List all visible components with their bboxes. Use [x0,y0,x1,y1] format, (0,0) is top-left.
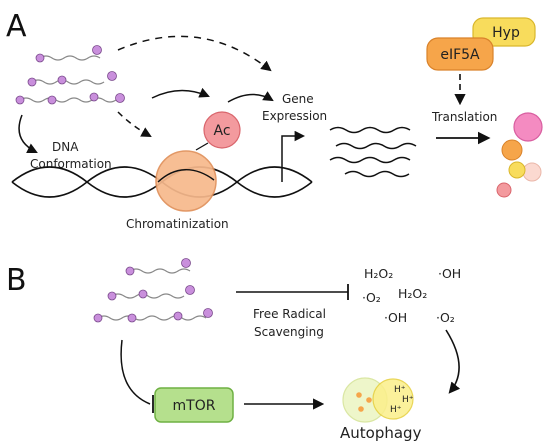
translation-label: Translation [431,110,497,124]
oh-2: ·OH [384,310,407,325]
protein-products [496,112,543,198]
h2o2-2: H₂O₂ [398,286,427,301]
arrow-ac-to-gene [227,91,274,103]
eif5a-label: eIF5A [440,47,480,63]
o2-1: ·O₂ [362,290,381,305]
autophagy-label: Autophagy [340,424,422,442]
arrow-to-gene-expression-dashed [117,35,272,72]
inhibition-radicals [236,284,349,300]
inhibition-mtor [120,339,154,413]
h2o2-1: H₂O₂ [364,266,393,281]
proton-2: H⁺ [402,395,414,405]
hyp-label: Hyp [492,25,520,41]
expression-label: Expression [262,109,327,123]
o2-2: ·O₂ [436,310,455,325]
oh-1: ·OH [438,266,461,281]
radicals-to-autophagy-arrow [445,329,461,394]
mtor-box: mTOR [154,387,234,423]
promoter-arrow [281,130,306,182]
mtor-label: mTOR [173,398,216,414]
eif5a-complex: Hyp eIF5A [426,17,536,71]
autophagosome: H⁺ H⁺ H⁺ [342,377,414,423]
arrow-to-ac [151,87,210,99]
gene-label: Gene [282,92,314,106]
panel-b-letter: B [6,263,27,298]
dna-label: DNA [52,140,79,154]
nucleosome [155,150,217,212]
polyamine-strands-b [93,258,213,323]
proton-3: H⁺ [390,405,402,415]
free-radical-label: Free Radical [253,307,326,321]
proton-1: H⁺ [394,385,406,395]
arrow-to-dna-conformation [18,114,38,153]
polyamine-strands-a [15,45,125,105]
conformation-label: Conformation [30,157,112,171]
acetyl-group: Ac [203,111,241,149]
chromatinization-label: Chromatinization [126,217,229,231]
panel-a-letter: A [6,9,27,44]
scavenging-label: Scavenging [254,325,324,339]
arrow-to-chromatin-dashed [117,111,152,138]
mrna-strands [329,126,417,178]
free-radicals: H₂O₂ ·OH ·O₂ H₂O₂ ·OH ·O₂ [362,266,461,325]
ac-label: Ac [213,123,230,139]
